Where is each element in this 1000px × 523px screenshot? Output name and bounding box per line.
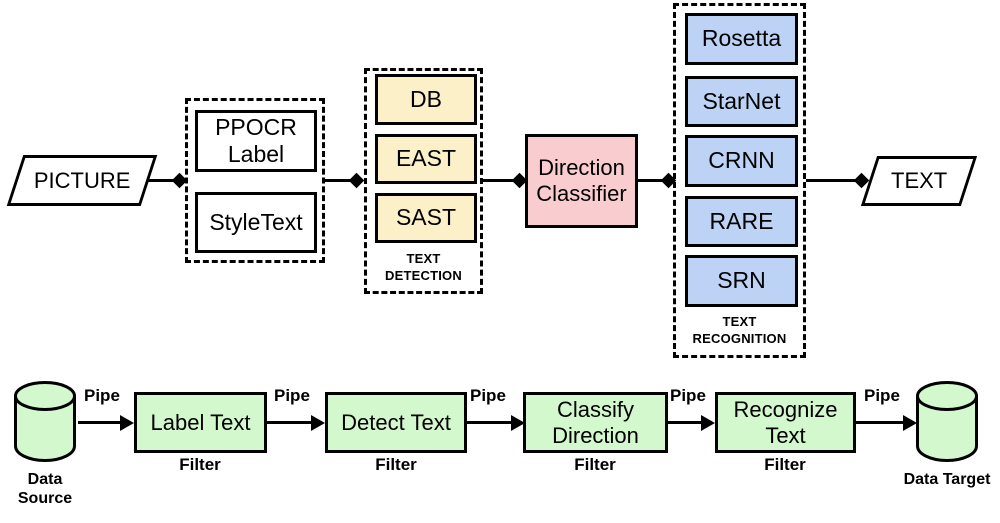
picture-node-label: PICTURE (33, 167, 131, 193)
east-node: EAST (375, 134, 477, 184)
arrow-line (856, 421, 905, 424)
pipe-label: Pipe (84, 386, 120, 405)
arrow-line (467, 421, 513, 424)
arrow-head (701, 415, 715, 431)
data-target-cylinder (916, 381, 978, 462)
arrow-head (903, 415, 917, 431)
filter-caption: Filter (179, 455, 221, 474)
data-source-cylinder (14, 381, 76, 462)
crnn-node-label: CRNN (708, 147, 775, 174)
arrow-head (511, 415, 525, 431)
label-text-filter-label: Label Text (150, 409, 251, 435)
recognize-text-filter-node: Recognize Text (715, 392, 856, 453)
rare-node-label: RARE (709, 207, 774, 234)
connector-line (806, 179, 860, 182)
direction-classifier-node: Direction Classifier (525, 134, 638, 228)
classify-direction-filter-node: Classify Direction (523, 392, 668, 453)
styletext-node: StyleText (195, 192, 317, 253)
text-node: TEXT (860, 156, 978, 206)
connector-line (638, 179, 666, 182)
connector-line (325, 179, 353, 182)
labeling-tools-group (185, 98, 325, 263)
direction-classifier-label: Direction Classifier (536, 155, 627, 206)
arrow-head (120, 415, 134, 431)
sast-node: SAST (375, 193, 477, 243)
data-source-label: Data Source (17, 471, 73, 508)
connector-line (148, 179, 176, 182)
east-node-label: EAST (395, 145, 457, 172)
pipe-label: Pipe (670, 386, 706, 405)
filter-caption: Filter (574, 455, 616, 474)
recognize-text-filter-label: Recognize Text (733, 397, 838, 448)
diamond-arrowhead (348, 172, 365, 189)
data-target-label: Data Target (903, 471, 991, 488)
arrow-head (311, 415, 325, 431)
sast-node-label: SAST (395, 204, 457, 231)
rare-node: RARE (685, 196, 798, 247)
styletext-node-label: StyleText (209, 208, 303, 235)
filter-caption: Filter (375, 455, 417, 474)
srn-node-label: SRN (717, 267, 766, 294)
connector-line (483, 179, 516, 182)
detect-text-filter-node: Detect Text (325, 392, 467, 453)
starnet-node-label: StarNet (702, 87, 781, 114)
ppocr-label-node-label: PPOCR Label (215, 113, 297, 167)
srn-node: SRN (685, 255, 798, 307)
rosetta-node-label: Rosetta (701, 25, 782, 52)
picture-node: PICTURE (6, 155, 158, 206)
pipe-label: Pipe (274, 386, 310, 405)
arrow-line (668, 421, 703, 424)
pipe-label: Pipe (470, 386, 506, 405)
db-node: DB (375, 74, 477, 125)
filter-caption: Filter (764, 455, 806, 474)
ppocr-label-node: PPOCR Label (195, 110, 317, 172)
arrow-line (78, 421, 122, 424)
classify-direction-filter-label: Classify Direction (552, 397, 639, 448)
arrow-line (267, 421, 313, 424)
starnet-node: StarNet (685, 76, 798, 127)
rosetta-node: Rosetta (685, 13, 798, 65)
pipe-label: Pipe (864, 386, 900, 405)
text-detection-group: TEXT DETECTION (364, 68, 483, 294)
db-node-label: DB (410, 85, 442, 112)
text-recognition-group-caption: TEXT RECOGNITION (692, 314, 787, 347)
detect-text-filter-label: Detect Text (341, 409, 451, 435)
text-node-label: TEXT (890, 168, 948, 193)
crnn-node: CRNN (685, 135, 798, 187)
label-text-filter-node: Label Text (134, 392, 267, 453)
text-detection-group-caption: TEXT DETECTION (385, 251, 462, 284)
text-recognition-group: TEXT RECOGNITION (673, 3, 806, 358)
